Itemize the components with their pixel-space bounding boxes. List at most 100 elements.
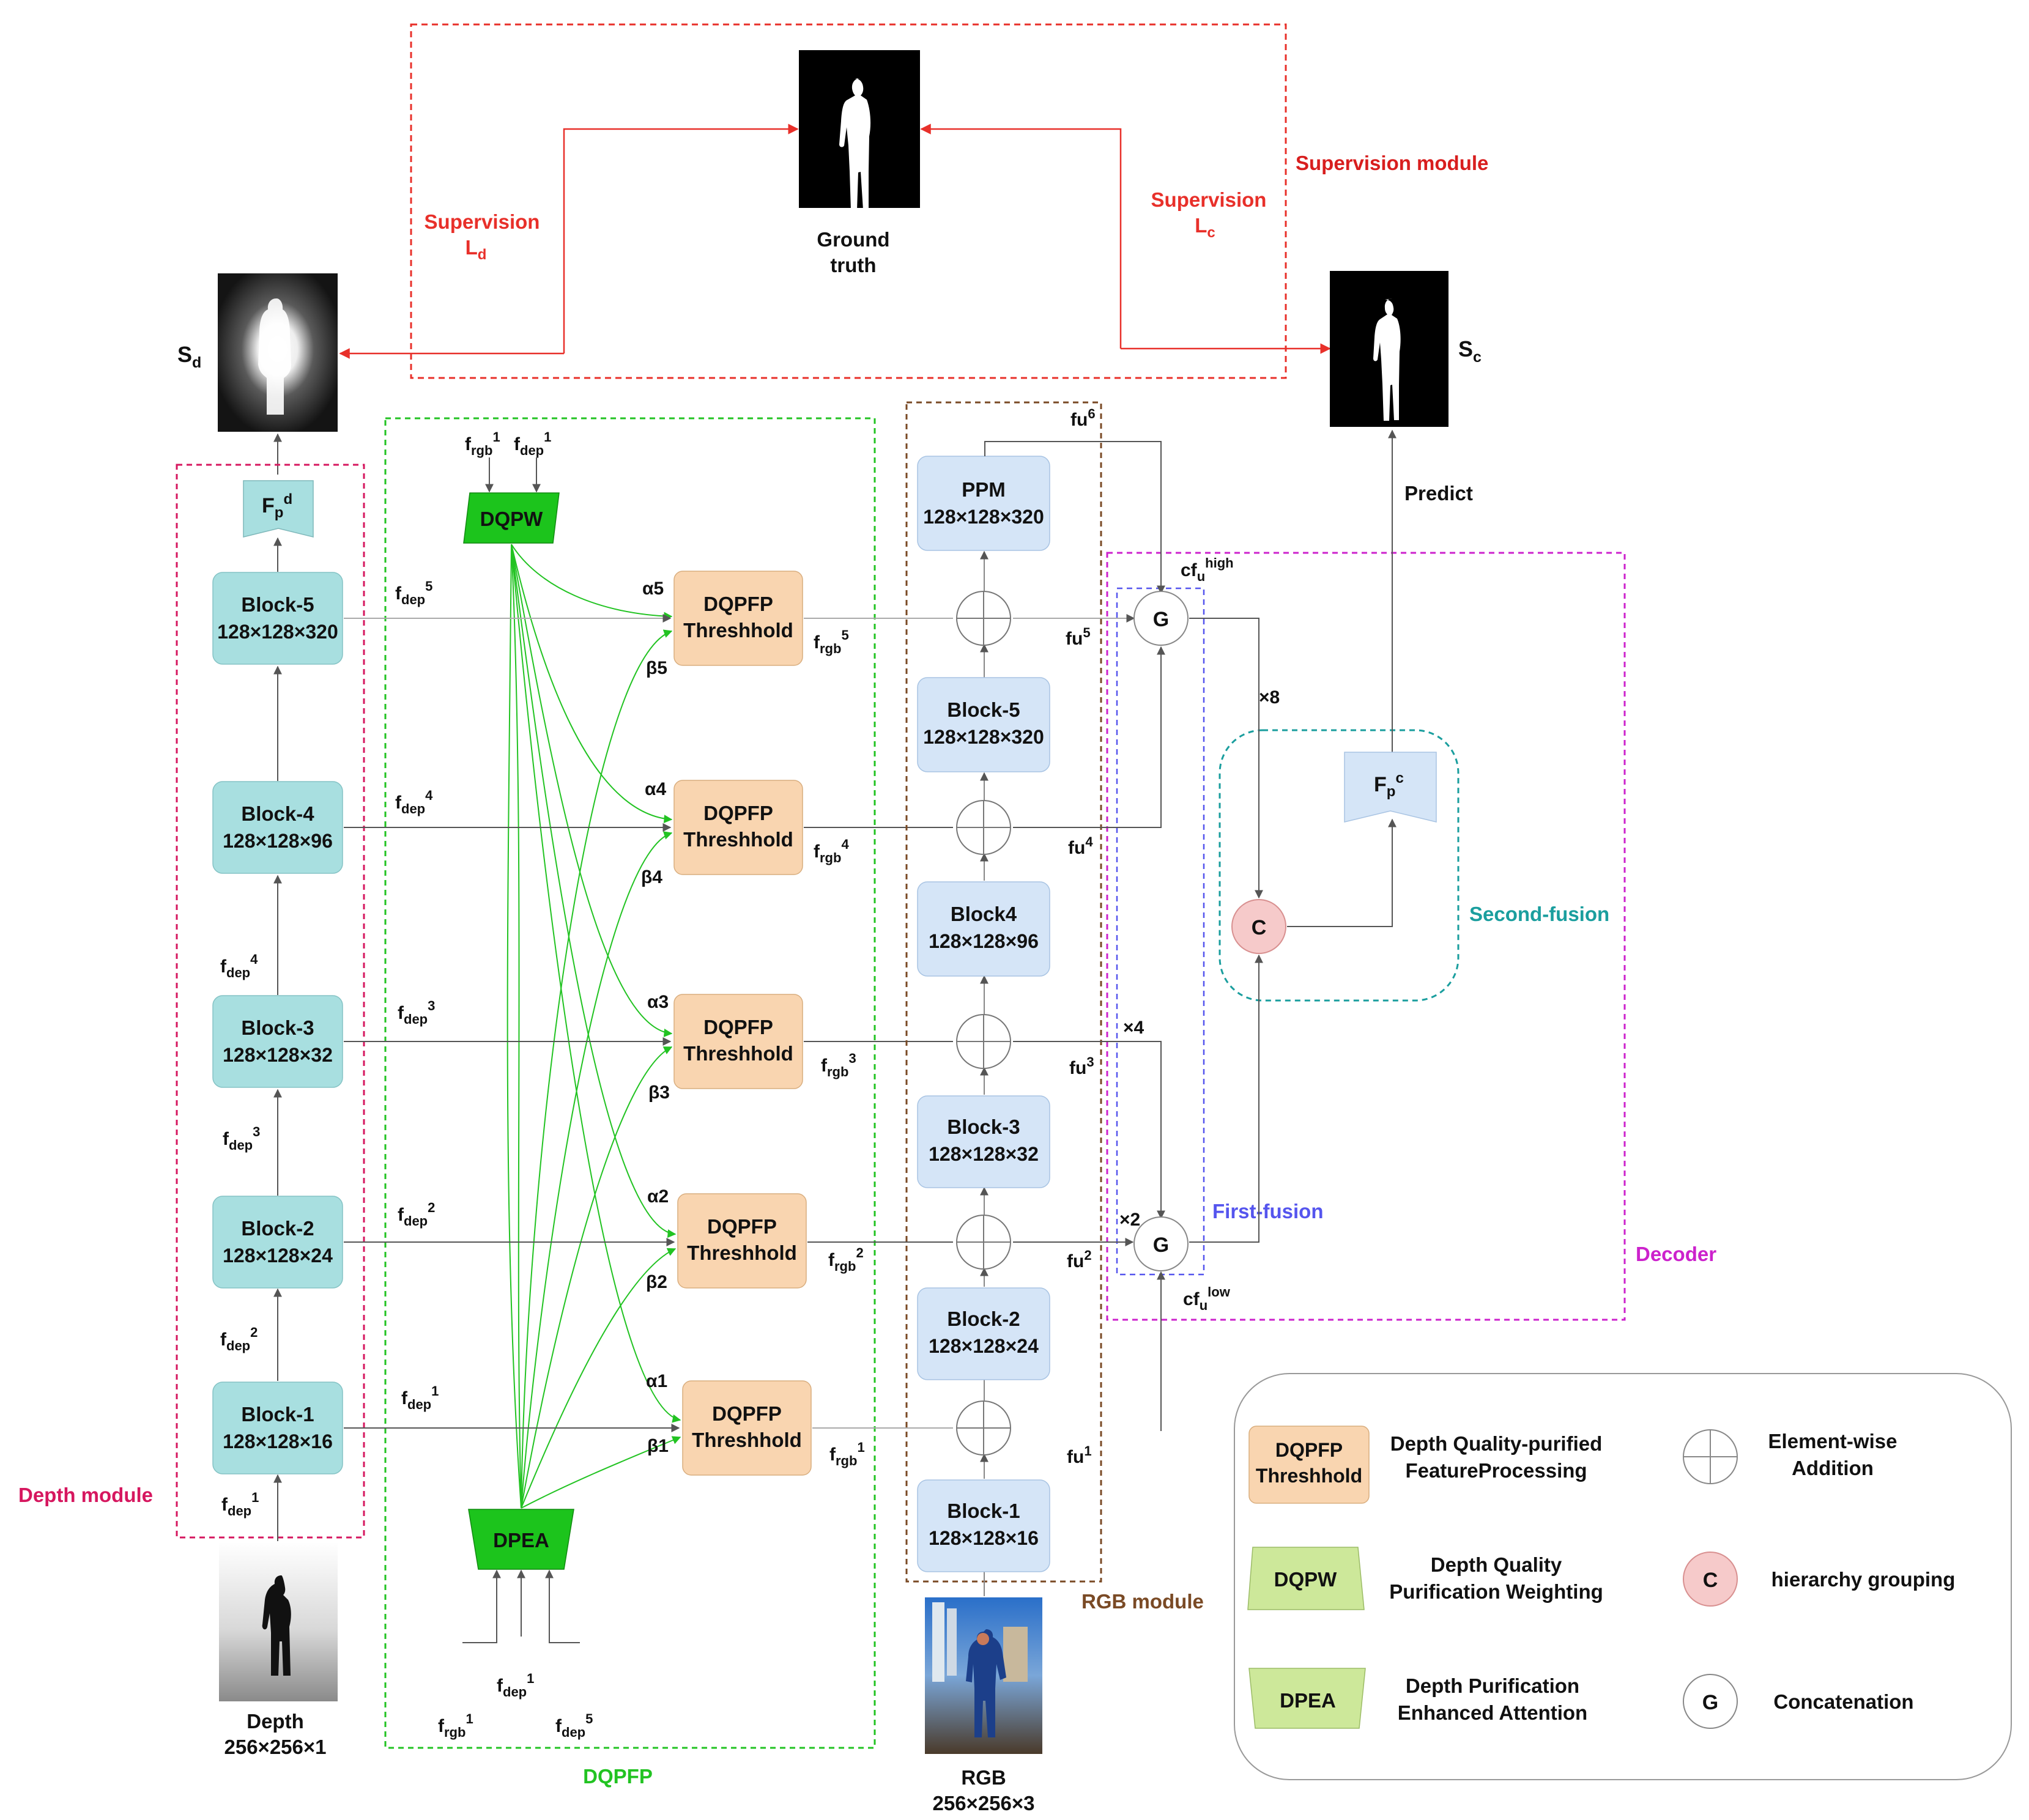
supervision-lc-symbol: Lc xyxy=(1195,214,1215,241)
supervision-module-title: Supervision module xyxy=(1296,152,1488,174)
beta-4: β4 xyxy=(641,867,662,887)
alpha-3: α3 xyxy=(647,992,669,1012)
legend-dpea-desc-2: Enhanced Attention xyxy=(1398,1701,1587,1724)
fpd-label: Fpd xyxy=(262,491,292,521)
legend-dpea-swatch: DPEA xyxy=(1248,1668,1366,1729)
dqpfp-module: DQPFP frgb1 fdep1 DQPW DPEA frgb1 fdep1 … xyxy=(384,417,876,1788)
frgb4-label: frgb4 xyxy=(814,837,849,865)
ground-truth-label: Ground xyxy=(817,228,889,251)
dqpfp-module-title: DQPFP xyxy=(583,1765,653,1788)
supervision-lc-arrow-to-gt xyxy=(920,124,1122,349)
depth-fdep3-label: fdep3 xyxy=(223,1124,260,1153)
sd-label: Sd xyxy=(177,342,201,371)
svg-text:DQPW: DQPW xyxy=(1274,1568,1338,1591)
dqpfp-threshold-1: DQPFP Threshhold xyxy=(682,1380,812,1476)
depth-module: Depth module Fpd Block-5 128×128×320 Blo… xyxy=(18,464,365,1758)
rgb-input-image xyxy=(925,1597,1042,1754)
depth-block-4: Block-4 128×128×96 xyxy=(212,781,343,874)
cfu-low-label: cfulow xyxy=(1183,1284,1231,1313)
svg-text:Threshhold: Threshhold xyxy=(692,1429,802,1451)
rgb-module-frame xyxy=(905,401,1102,1583)
fu6-label: fu6 xyxy=(1070,406,1096,430)
legend-add-desc-1: Element-wise xyxy=(1768,1430,1897,1452)
depth-fdep2-label: fdep2 xyxy=(220,1325,258,1353)
dpea-in-frgb1 xyxy=(462,1569,501,1643)
supervision-ld-arrow-to-gt xyxy=(563,124,799,353)
svg-text:128×128×320: 128×128×320 xyxy=(923,726,1044,748)
fdep2-line-label: fdep2 xyxy=(398,1200,435,1229)
supervision-module-frame xyxy=(410,23,1287,379)
fu4-label: fu4 xyxy=(1068,834,1093,858)
frgb1-label: frgb1 xyxy=(829,1440,865,1468)
g-circle-low: G xyxy=(1133,1216,1189,1271)
fu2-label: fu2 xyxy=(1067,1248,1092,1271)
fdep-lines xyxy=(344,614,680,1432)
rgb-input-dims: 256×256×3 xyxy=(932,1792,1034,1814)
ground-truth-image xyxy=(799,50,920,210)
depth-fdep1-label: fdep1 xyxy=(221,1490,259,1519)
supervision-module: Supervision module Ground truth Supervis… xyxy=(339,23,1488,379)
svg-text:Threshhold: Threshhold xyxy=(687,1241,797,1264)
svg-text:Block-5: Block-5 xyxy=(241,593,314,616)
svg-text:Threshhold: Threshhold xyxy=(683,828,793,851)
svg-text:DQPFP: DQPFP xyxy=(712,1402,782,1425)
frgb5-label: frgb5 xyxy=(814,627,849,656)
add-circles xyxy=(956,591,1011,1456)
svg-text:C: C xyxy=(1252,916,1267,939)
legend-c-icon: C xyxy=(1683,1552,1738,1607)
legend-dqpw-swatch: DQPW xyxy=(1247,1547,1365,1610)
svg-text:PPM: PPM xyxy=(962,478,1006,501)
fu1-label: fu1 xyxy=(1067,1443,1092,1467)
fu3-label: fu3 xyxy=(1069,1054,1094,1078)
dpea-in-fdep5 xyxy=(545,1569,580,1643)
depth-input-label: Depth xyxy=(247,1710,304,1733)
dqpfp-threshold-2: DQPFP Threshhold xyxy=(677,1193,807,1289)
rgb-input-label: RGB xyxy=(961,1766,1006,1789)
svg-text:128×128×96: 128×128×96 xyxy=(223,830,333,852)
svg-text:DQPFP: DQPFP xyxy=(1275,1439,1343,1461)
fu5-label: fu5 xyxy=(1066,625,1091,649)
rgb-block-1: Block-1 128×128×16 xyxy=(917,1479,1050,1572)
predict-label: Predict xyxy=(1404,482,1473,505)
svg-text:Block-1: Block-1 xyxy=(947,1500,1020,1522)
second-fusion-label: Second-fusion xyxy=(1469,903,1609,925)
x4-label: ×4 xyxy=(1123,1018,1144,1038)
decoder-title: Decoder xyxy=(1636,1243,1716,1265)
svg-text:128×128×16: 128×128×16 xyxy=(929,1527,1039,1549)
depth-block-1: Block-1 128×128×16 xyxy=(212,1382,343,1474)
legend-c-desc: hierarchy grouping xyxy=(1771,1568,1956,1591)
svg-text:G: G xyxy=(1153,1234,1169,1257)
depth-fdep4-label: fdep4 xyxy=(220,952,258,980)
fdep1-line-label: fdep1 xyxy=(401,1383,439,1412)
dqpfp-threshold-5: DQPFP Threshhold xyxy=(673,571,803,666)
alpha-5: α5 xyxy=(642,579,664,599)
svg-text:Block-2: Block-2 xyxy=(947,1308,1020,1330)
x2-label: ×2 xyxy=(1119,1210,1140,1230)
depth-module-frame xyxy=(176,464,365,1539)
alpha-1: α1 xyxy=(646,1371,667,1391)
depth-input-dims: 256×256×1 xyxy=(224,1736,326,1758)
add-circle-4 xyxy=(956,800,1011,855)
svg-text:Block4: Block4 xyxy=(951,903,1017,925)
dpea-input-fdep1: fdep1 xyxy=(497,1671,534,1700)
supervision-ld-symbol: Ld xyxy=(466,236,487,263)
fpd-head xyxy=(243,480,314,538)
legend-add-icon xyxy=(1683,1429,1738,1484)
dpea-beta-curves xyxy=(521,629,681,1509)
rgb-block-2: Block-2 128×128×24 xyxy=(917,1287,1050,1380)
beta-2: β2 xyxy=(646,1272,667,1292)
legend-dqpw-desc-2: Purification Weighting xyxy=(1389,1580,1603,1603)
beta-5: β5 xyxy=(646,658,667,678)
legend-dqpfp-desc-1: Depth Quality-purified xyxy=(1390,1432,1603,1455)
dqpw-block xyxy=(463,492,560,544)
sd-output: Sd xyxy=(177,273,338,475)
depth-input-image xyxy=(219,1542,338,1701)
svg-text:Threshhold: Threshhold xyxy=(683,619,793,642)
cfu-high-label: cfuhigh xyxy=(1181,555,1234,584)
legend-g-desc: Concatenation xyxy=(1773,1690,1913,1713)
alpha-2: α2 xyxy=(647,1186,669,1207)
dqpw-input-fdep1: fdep1 xyxy=(514,429,551,458)
decoder-module: Decoder First-fusion Second-fusion G G xyxy=(984,429,1716,1431)
sc-output: Sc Predict xyxy=(1330,271,1482,505)
svg-text:Block-3: Block-3 xyxy=(947,1115,1020,1138)
